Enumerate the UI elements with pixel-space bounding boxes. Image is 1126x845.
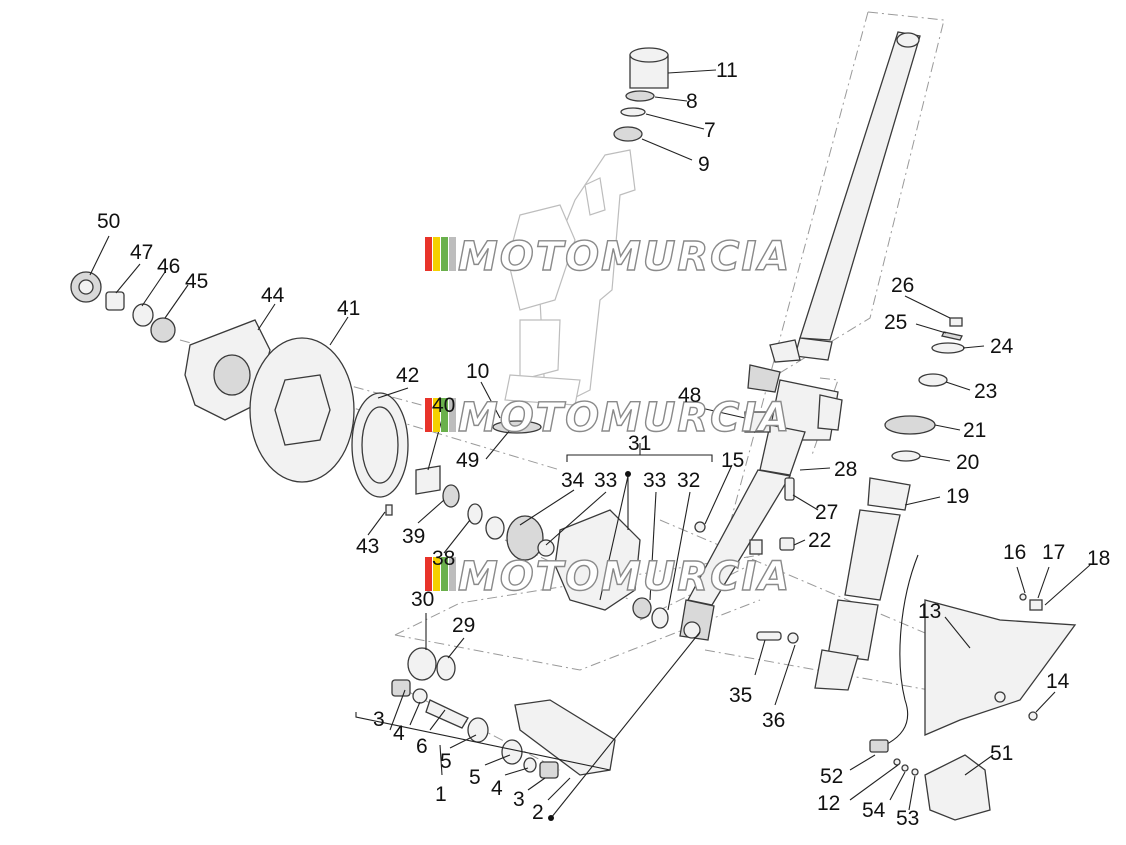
callout-44: 44 [261, 284, 285, 307]
callout-30: 30 [411, 588, 434, 611]
callout-12: 12 [817, 792, 840, 815]
watermark-text: MOTOMURCIA [458, 234, 791, 280]
callout-4-right: 4 [491, 777, 503, 800]
leader-lines [89, 69, 1091, 821]
watermark-text: MOTOMURCIA [458, 554, 791, 600]
callout-8: 8 [686, 90, 698, 113]
callout-13: 13 [918, 600, 941, 623]
callout-24: 24 [990, 335, 1014, 358]
callout-3-left: 3 [373, 708, 385, 731]
callout-40: 40 [432, 394, 455, 417]
callout-5-left: 5 [440, 750, 452, 773]
callout-42: 42 [396, 364, 419, 387]
callout-53: 53 [896, 807, 919, 830]
swing-arm-assembly [391, 647, 616, 779]
callout-11: 11 [716, 59, 738, 82]
callout-36: 36 [762, 709, 785, 732]
callout-51: 51 [990, 742, 1013, 765]
callout-25: 25 [884, 311, 907, 334]
callout-32: 32 [677, 469, 700, 492]
callout-34: 34 [561, 469, 585, 492]
axle-bearings-center [415, 411, 795, 629]
callout-38: 38 [432, 547, 455, 570]
callout-49: 49 [456, 449, 479, 472]
callout-21: 21 [963, 419, 986, 442]
callout-14: 14 [1046, 670, 1070, 693]
callout-22: 22 [808, 529, 831, 552]
callout-17: 17 [1042, 541, 1065, 564]
callout-45: 45 [185, 270, 208, 293]
callout-9: 9 [698, 153, 710, 176]
callout-18: 18 [1087, 547, 1110, 570]
callout-3-right: 3 [513, 788, 525, 811]
callout-52: 52 [820, 765, 843, 788]
callout-23: 23 [974, 380, 997, 403]
callout-48: 48 [678, 384, 701, 407]
ghost-frame-tube [504, 149, 636, 406]
callout-41: 41 [337, 297, 360, 320]
callout-labels: 11 8 7 9 50 47 46 45 44 41 42 10 48 40 4… [97, 59, 1110, 830]
fork-assembly [679, 31, 921, 641]
callout-6: 6 [416, 735, 428, 758]
callout-1: 1 [435, 783, 447, 806]
callout-5-right: 5 [469, 766, 481, 789]
callout-19: 19 [946, 485, 969, 508]
watermark-middle: MOTOMURCIA [425, 394, 791, 442]
callout-28: 28 [834, 458, 857, 481]
shock-absorber [814, 317, 965, 691]
watermark-bottom: MOTOMURCIA [425, 553, 791, 601]
callout-2: 2 [532, 801, 544, 824]
wheel-hub-assembly [70, 271, 409, 516]
mudguard-and-sensor [756, 554, 1077, 821]
callout-54: 54 [862, 799, 886, 822]
callout-33-upper: 33 [594, 469, 617, 492]
callout-26: 26 [891, 274, 914, 297]
callout-7: 7 [704, 119, 716, 142]
watermark-top: MOTOMURCIA [425, 233, 791, 281]
callout-10: 10 [466, 360, 489, 383]
callout-46: 46 [157, 255, 180, 278]
callout-47: 47 [130, 241, 153, 264]
top-bearing-stack [613, 47, 669, 142]
callout-43: 43 [356, 535, 379, 558]
callout-33-right: 33 [643, 469, 666, 492]
callout-16: 16 [1003, 541, 1026, 564]
watermark-text: MOTOMURCIA [458, 395, 791, 441]
callout-31: 31 [628, 432, 651, 455]
callout-15: 15 [721, 449, 744, 472]
callout-4-left: 4 [393, 722, 405, 745]
callout-39: 39 [402, 525, 425, 548]
callout-20: 20 [956, 451, 979, 474]
callout-27: 27 [815, 501, 838, 524]
callout-29: 29 [452, 614, 475, 637]
callout-35: 35 [729, 684, 752, 707]
callout-50: 50 [97, 210, 120, 233]
